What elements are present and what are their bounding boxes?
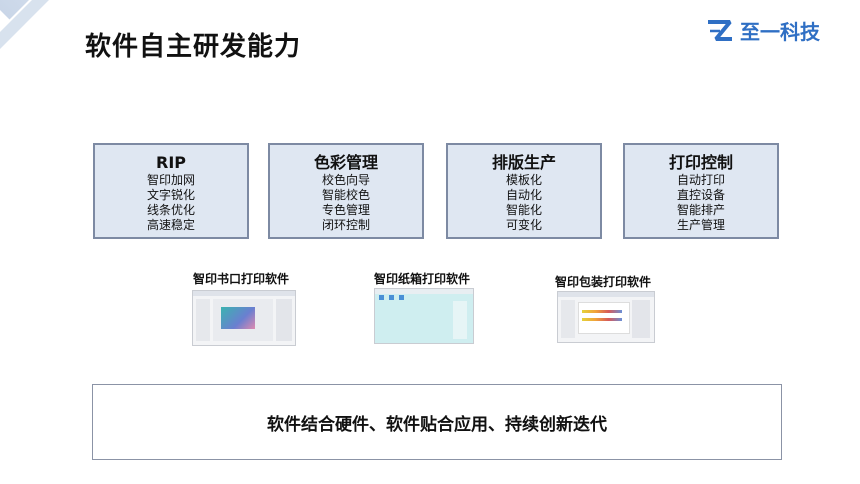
card-item: 可变化: [505, 218, 542, 232]
card-item: 高速稳定: [146, 218, 195, 232]
card-item: 模板化: [505, 173, 542, 187]
card-item: 专色管理: [321, 203, 370, 217]
company-logo: 至一科技: [706, 16, 820, 45]
card-title: 打印控制: [668, 153, 733, 172]
card-item: 智能化: [505, 203, 542, 217]
card-item: 文字锐化: [146, 188, 195, 202]
card-item: 智能校色: [321, 188, 370, 202]
software-label-packaging: 智印包装打印软件: [555, 275, 652, 289]
software-label-book-edge: 智印书口打印软件: [193, 272, 290, 286]
card-rip: RIP 智印加网 文字锐化 线条优化 高速稳定: [93, 143, 249, 239]
card-item: 自动打印: [676, 173, 725, 187]
card-color-management: 色彩管理 校色向导 智能校色 专色管理 闭环控制: [268, 143, 424, 239]
screenshot-book-edge: [192, 290, 296, 346]
card-item: 生产管理: [676, 218, 725, 232]
logo-text: 至一科技: [740, 20, 820, 44]
card-title: RIP: [156, 153, 186, 172]
card-layout-production: 排版生产 模板化 自动化 智能化 可变化: [446, 143, 602, 239]
page-title: 软件自主研发能力: [85, 32, 302, 62]
card-item: 校色向导: [321, 173, 370, 187]
slogan-text: 软件结合硬件、软件贴合应用、持续创新迭代: [267, 414, 607, 435]
card-title: 色彩管理: [313, 153, 378, 172]
card-title: 排版生产: [491, 153, 556, 172]
card-item: 智印加网: [146, 173, 195, 187]
screenshot-carton: [374, 288, 474, 344]
slogan-box: 软件结合硬件、软件贴合应用、持续创新迭代: [92, 384, 782, 460]
card-item: 自动化: [505, 188, 542, 202]
card-item: 智能排产: [676, 203, 725, 217]
card-item: 直控设备: [676, 188, 725, 202]
screenshot-packaging: [557, 291, 655, 343]
card-item: 闭环控制: [321, 218, 370, 232]
card-item: 线条优化: [146, 203, 195, 217]
card-print-control: 打印控制 自动打印 直控设备 智能排产 生产管理: [623, 143, 779, 239]
software-label-carton: 智印纸箱打印软件: [374, 272, 471, 286]
z-logo-icon: [708, 19, 732, 41]
